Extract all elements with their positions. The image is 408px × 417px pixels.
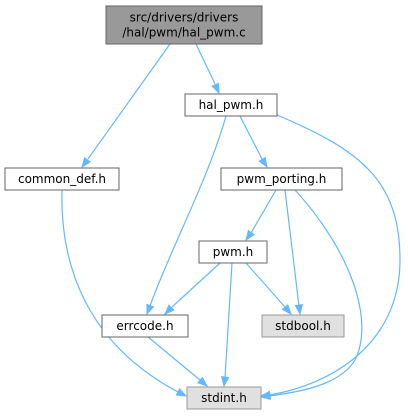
edge-hal_pwm_c-to-hal_pwm_h xyxy=(195,43,220,95)
edge-pwm_h-to-stdbool_h xyxy=(245,262,292,316)
node-pwm-h[interactable]: pwm.h xyxy=(198,240,268,264)
edge-line xyxy=(61,189,179,393)
edge-hal_pwm_h-to-pwm_porting_h xyxy=(239,115,268,169)
edge-arrowhead xyxy=(294,304,304,316)
node-hal-pwm-h[interactable]: hal_pwm.h xyxy=(184,93,278,117)
edge-arrowhead xyxy=(164,304,175,315)
edge-arrowhead xyxy=(245,229,255,242)
node-box xyxy=(184,93,278,117)
node-box xyxy=(220,167,343,191)
node-stdbool-h[interactable]: stdbool.h xyxy=(261,314,345,338)
edge-line xyxy=(147,336,201,381)
edge-line xyxy=(245,262,286,308)
edge-arrowhead xyxy=(281,304,292,316)
node-label: src/drivers/drivers xyxy=(130,11,239,25)
node-common-def-h[interactable]: common_def.h xyxy=(4,167,120,191)
edge-pwm_porting_h-to-pwm_h xyxy=(245,189,277,242)
edge-line xyxy=(224,262,233,379)
nodes-layer: src/drivers/drivers/hal/pwm/hal_pwm.chal… xyxy=(4,5,345,410)
node-label: stdint.h xyxy=(201,391,247,405)
edge-errcode_h-to-stdint_h xyxy=(147,336,209,387)
edge-arrowhead xyxy=(146,303,155,316)
edge-pwm_porting_h-to-stdbool_h xyxy=(284,189,304,316)
edge-line xyxy=(171,262,221,308)
node-label: errcode.h xyxy=(116,319,173,333)
node-pwm-porting-h[interactable]: pwm_porting.h xyxy=(220,167,343,191)
edge-hal_pwm_h-to-stdint_h xyxy=(259,114,401,400)
edge-arrowhead xyxy=(258,156,268,169)
node-hal-pwm-c[interactable]: src/drivers/drivers/hal/pwm/hal_pwm.c xyxy=(105,5,263,45)
edge-hal_pwm_h-to-errcode_h xyxy=(146,115,227,316)
node-label: pwm_porting.h xyxy=(237,172,327,186)
edge-line xyxy=(87,43,171,160)
edge-line xyxy=(195,43,216,85)
node-errcode-h[interactable]: errcode.h xyxy=(101,314,189,338)
node-box xyxy=(105,5,263,45)
edge-hal_pwm_c-to-common_def_h xyxy=(81,43,171,169)
node-box xyxy=(101,314,189,338)
edges-layer xyxy=(61,43,401,401)
edge-pwm_porting_h-to-stdint_h xyxy=(259,189,363,401)
edge-line xyxy=(268,189,363,397)
edge-line xyxy=(268,114,401,396)
edge-arrowhead xyxy=(197,376,209,387)
edge-pwm_h-to-errcode_h xyxy=(164,262,221,315)
edge-arrowhead xyxy=(81,156,92,169)
edge-line xyxy=(250,189,277,234)
edge-line xyxy=(149,115,227,307)
edge-arrowhead xyxy=(211,82,220,95)
edge-pwm_h-to-stdint_h xyxy=(220,262,233,388)
node-label: pwm.h xyxy=(213,245,254,259)
edge-line xyxy=(284,189,300,307)
node-label: stdbool.h xyxy=(275,319,331,333)
node-box xyxy=(198,240,268,264)
node-box xyxy=(261,314,345,338)
edge-arrowhead xyxy=(175,387,188,397)
node-label: hal_pwm.h xyxy=(199,98,264,112)
edge-arrowhead xyxy=(259,391,271,401)
node-label: /hal/pwm/hal_pwm.c xyxy=(122,26,245,40)
edge-arrowhead xyxy=(220,376,230,388)
node-label: common_def.h xyxy=(18,172,106,186)
node-box xyxy=(4,167,120,191)
node-stdint-h[interactable]: stdint.h xyxy=(186,386,262,410)
edge-line xyxy=(239,115,263,160)
edge-common_def_h-to-stdint_h xyxy=(61,189,188,397)
node-box xyxy=(186,386,262,410)
